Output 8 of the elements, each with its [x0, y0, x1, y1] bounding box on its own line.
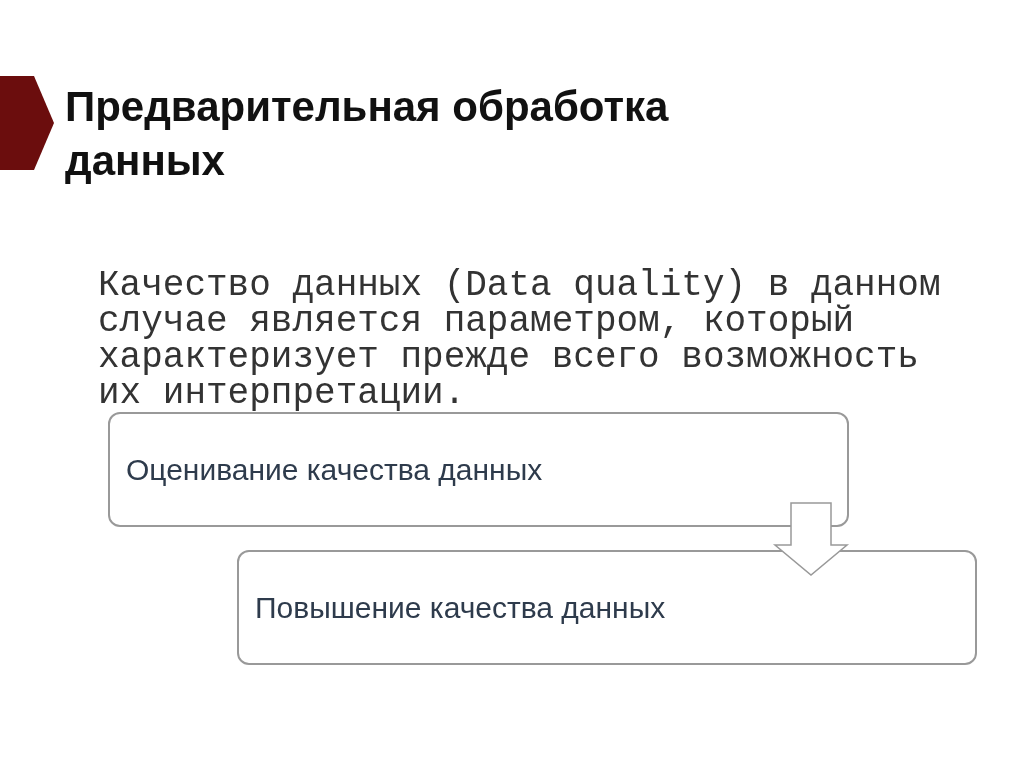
box-label: Оценивание качества данных	[126, 452, 543, 487]
body-paragraph: Качество данных (Data quality) в данном случае является параметром, который характеризует прежде всего возможность их интерпретации.	[98, 268, 942, 412]
box-label: Повышение качества данных	[255, 590, 666, 625]
chevron-marker	[0, 76, 55, 170]
process-box	[237, 550, 977, 665]
slide-title: Предварительная обработка данных	[65, 82, 670, 186]
process-box	[108, 412, 849, 527]
block-arrow	[772, 502, 850, 576]
